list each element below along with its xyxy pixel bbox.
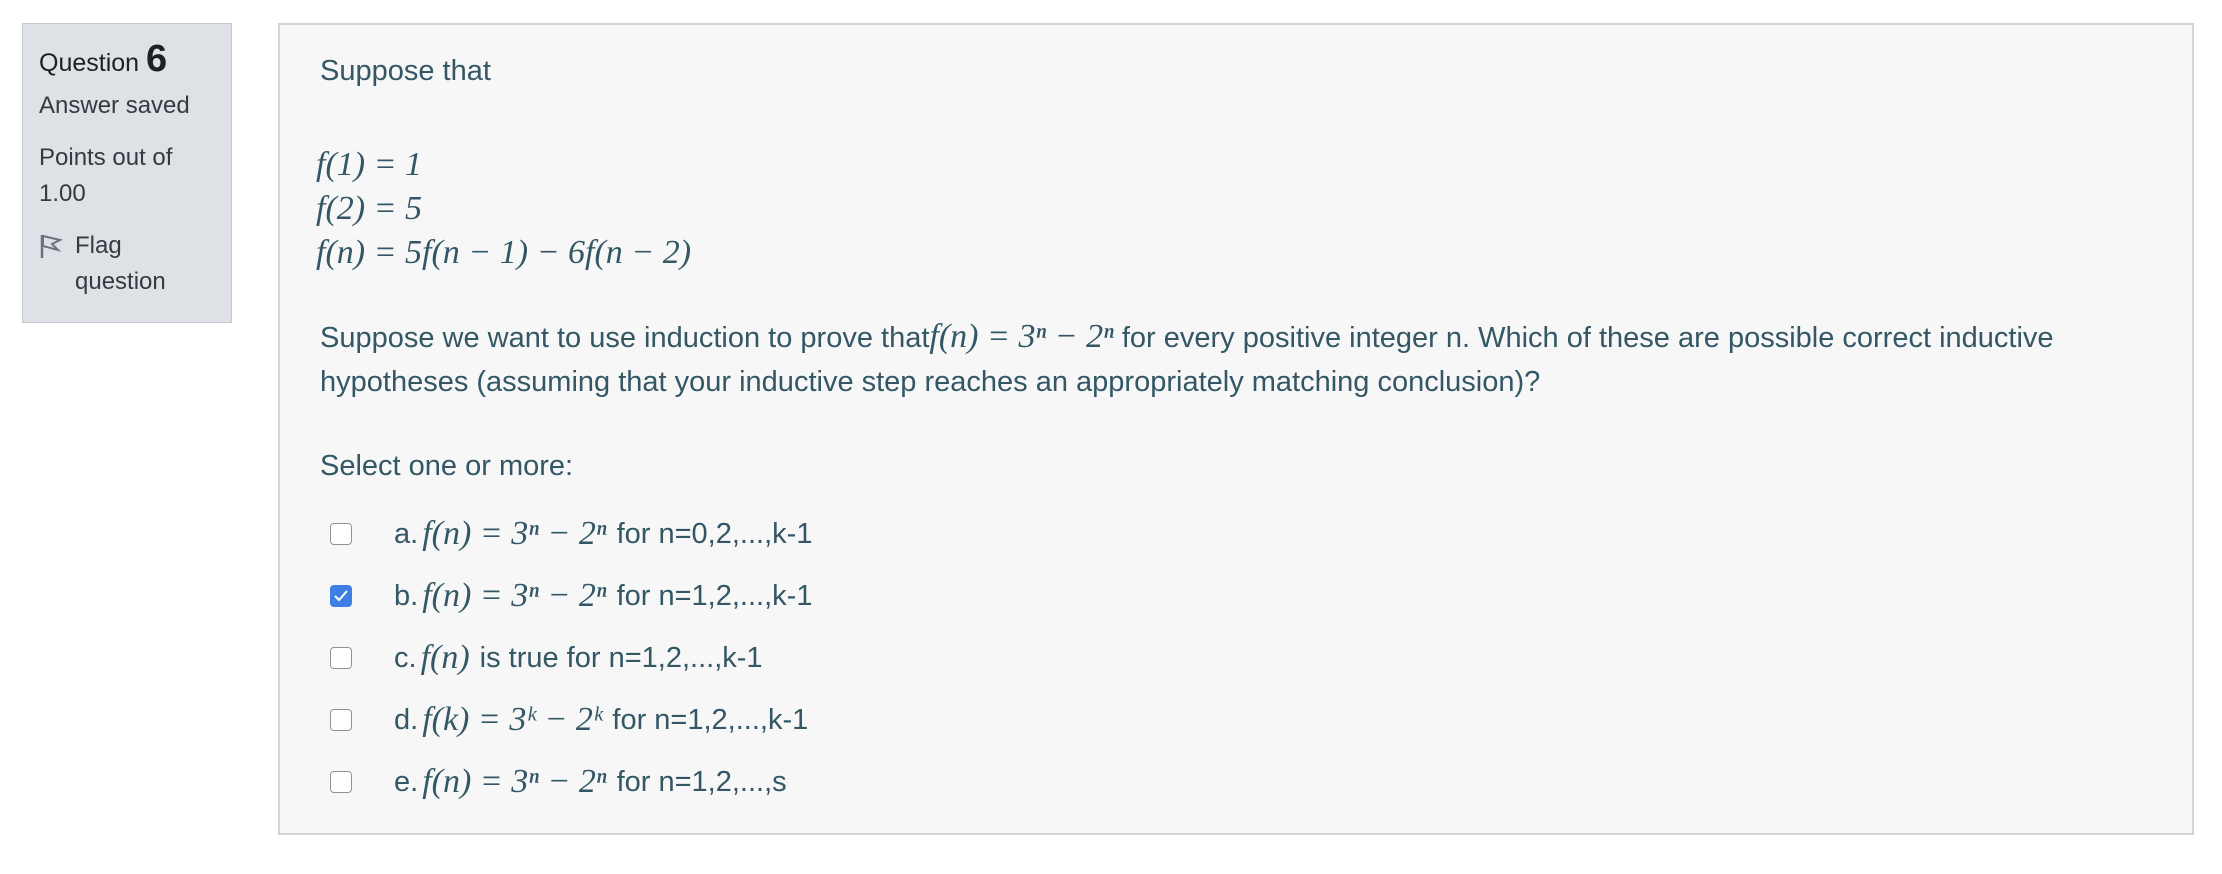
answer-text-d: for n=1,2,...,k-1	[612, 703, 809, 736]
answer-letter-d: d.	[394, 703, 419, 736]
answer-math-c: f(n)	[420, 639, 470, 676]
equation-3: f(n) = 5f(n − 1) − 6f(n − 2)	[316, 234, 692, 271]
prompt-text-after: for every positive integer n. Which of t…	[320, 322, 2054, 398]
answer-checkbox-c[interactable]	[330, 647, 352, 669]
answer-letter-e: e.	[394, 765, 419, 798]
equation-2: f(2) = 5	[316, 190, 423, 227]
answer-option-b[interactable]: b. f(n) = 3ⁿ − 2ⁿ for n=1,2,...,k-1	[330, 565, 812, 627]
answer-checkbox-e[interactable]	[330, 771, 352, 793]
answer-option-c[interactable]: c. f(n) is true for n=1,2,...,k-1	[330, 627, 812, 689]
grade-text-line2: 1.00	[39, 180, 86, 207]
answer-checkbox-a[interactable]	[330, 523, 352, 545]
prompt-math: f(n) = 3ⁿ − 2ⁿ	[929, 318, 1114, 355]
answer-text-a: for n=0,2,...,k-1	[616, 517, 813, 550]
answer-letter-a: a.	[394, 517, 419, 550]
answer-math-b: f(n) = 3ⁿ − 2ⁿ	[422, 577, 607, 614]
prompt-text-before: Suppose we want to use induction to prov…	[320, 322, 930, 354]
select-instruction: Select one or more:	[320, 450, 574, 482]
grade-text-line1: Points out of	[39, 144, 173, 171]
answer-letter-b: b.	[394, 579, 419, 612]
equation-1: f(1) = 1	[316, 146, 423, 183]
question-intro: Suppose that	[320, 55, 491, 87]
answer-math-a: f(n) = 3ⁿ − 2ⁿ	[422, 515, 607, 552]
answer-math-e: f(n) = 3ⁿ − 2ⁿ	[422, 763, 607, 800]
flag-icon	[39, 228, 67, 264]
answer-list: a. f(n) = 3ⁿ − 2ⁿ for n=0,2,...,k-1 b. f…	[330, 503, 812, 813]
answer-option-a[interactable]: a. f(n) = 3ⁿ − 2ⁿ for n=0,2,...,k-1	[330, 503, 812, 565]
answer-option-e[interactable]: e. f(n) = 3ⁿ − 2ⁿ for n=1,2,...,s	[330, 751, 812, 813]
answer-text-e: for n=1,2,...,s	[616, 765, 787, 798]
answer-text-b: for n=1,2,...,k-1	[616, 579, 813, 612]
question-content: Suppose that f(1) = 1 f(2) = 5 f(n) = 5f…	[278, 23, 2194, 835]
question-number: 6	[146, 38, 168, 80]
flag-question-button[interactable]: Flag question	[39, 228, 215, 300]
answer-option-d[interactable]: d. f(k) = 3ᵏ − 2ᵏ for n=1,2,...,k-1	[330, 689, 812, 751]
flag-label-line1: Flag	[75, 232, 122, 259]
answer-checkbox-d[interactable]	[330, 709, 352, 731]
answer-checkbox-b[interactable]	[330, 585, 352, 607]
flag-label-line2: question	[75, 268, 166, 295]
answer-letter-c: c.	[394, 641, 417, 674]
question-number-heading: Question 6	[39, 38, 215, 88]
answer-math-d: f(k) = 3ᵏ − 2ᵏ	[422, 701, 603, 738]
question-label: Question	[39, 49, 140, 77]
question-info-panel: Question 6 Answer saved Points out of 1.…	[22, 23, 232, 323]
recurrence-equations: f(1) = 1 f(2) = 5 f(n) = 5f(n − 1) − 6f(…	[316, 143, 691, 275]
answer-text-c: is true for n=1,2,...,k-1	[479, 641, 763, 674]
question-prompt: Suppose we want to use induction to prov…	[320, 315, 2160, 404]
answer-state: Answer saved	[39, 92, 190, 119]
